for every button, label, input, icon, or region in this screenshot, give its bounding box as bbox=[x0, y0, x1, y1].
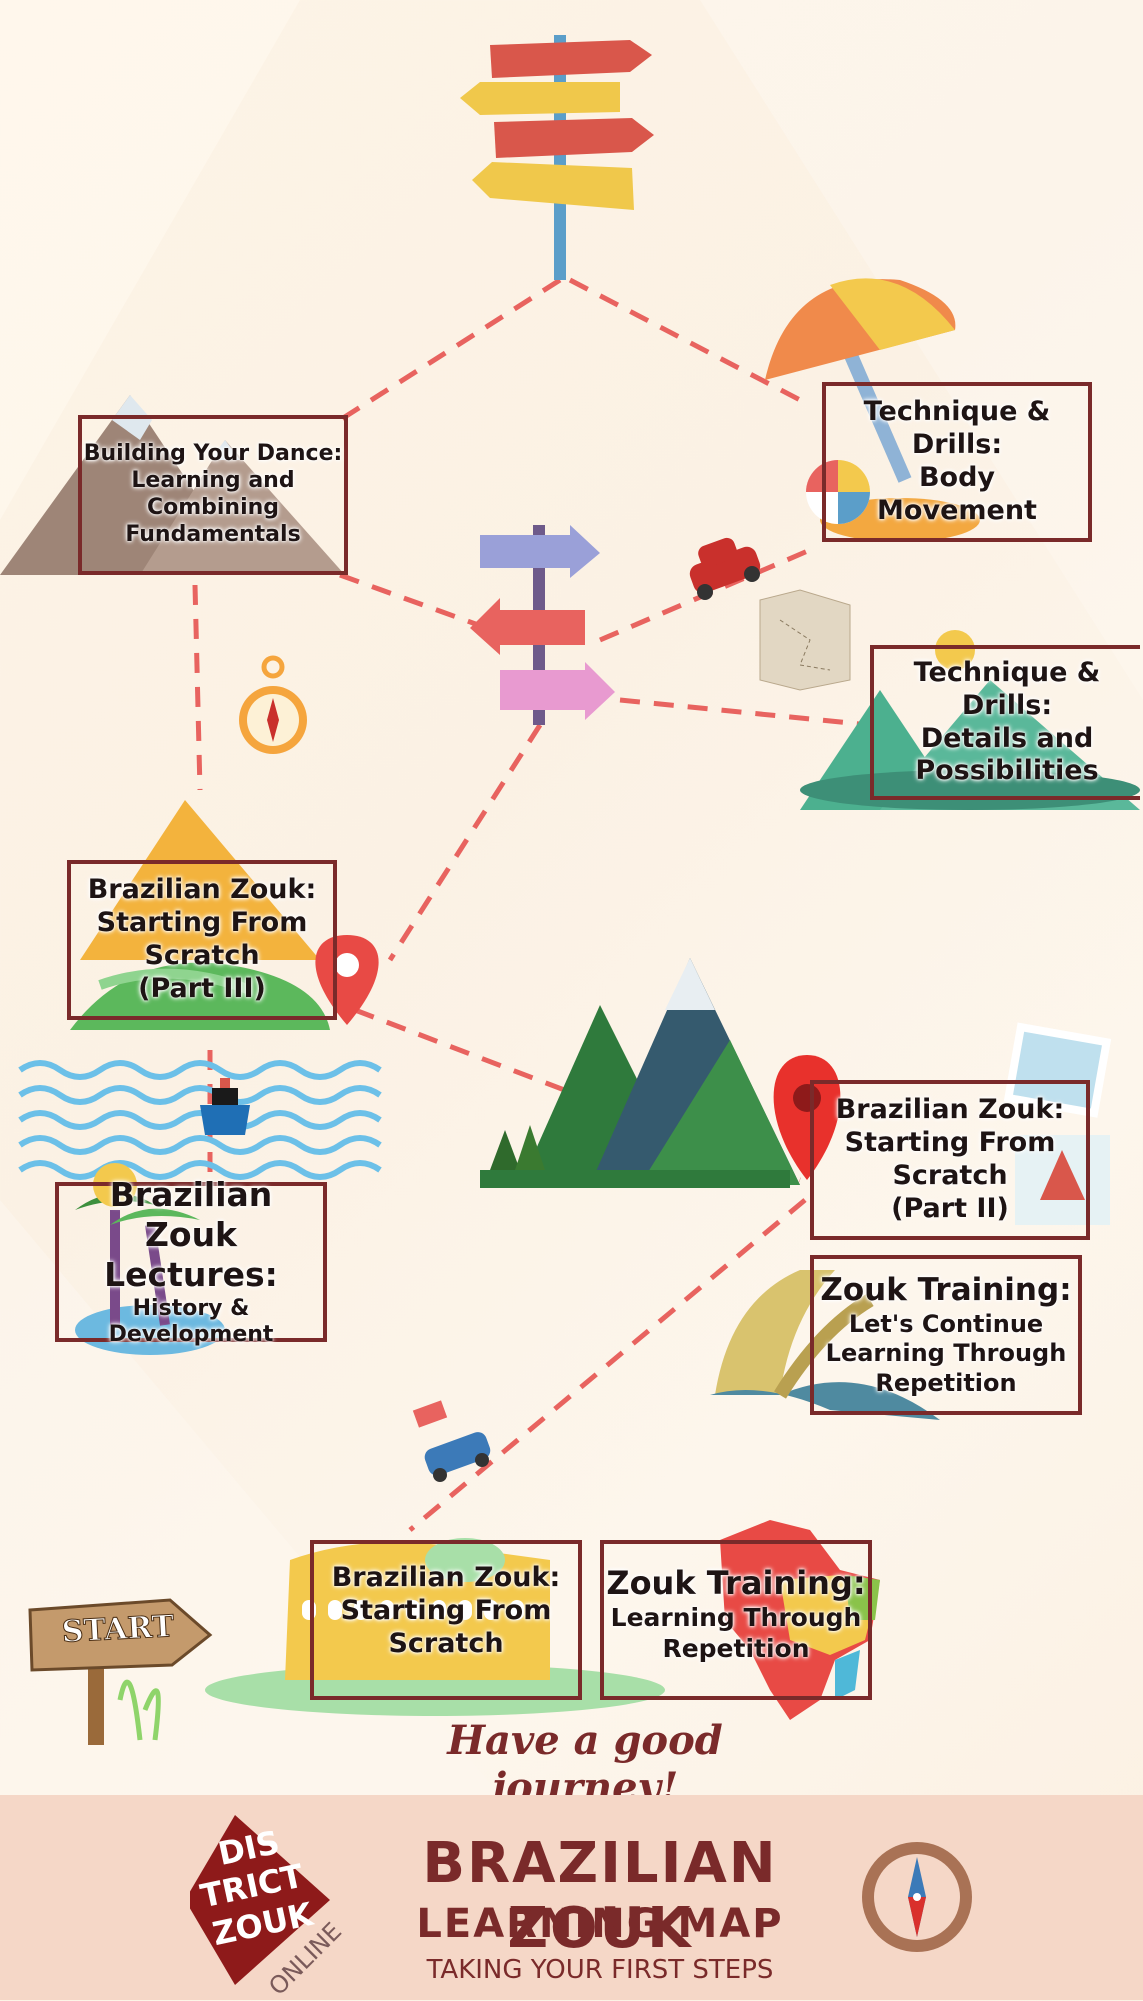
stop-line: Lectures: bbox=[104, 1255, 278, 1295]
stop-line: Scratch bbox=[388, 1627, 504, 1659]
car-icon-2 bbox=[412, 1400, 491, 1482]
stop-line: Drills: bbox=[961, 689, 1053, 721]
ship-icon bbox=[200, 1078, 250, 1135]
stop-line: Movement bbox=[877, 494, 1037, 526]
brazil-map-icon bbox=[720, 1520, 880, 1720]
car-icon bbox=[689, 537, 761, 600]
stop-line: Development bbox=[108, 1322, 274, 1348]
stop-line: Building Your Dance: bbox=[83, 441, 343, 467]
stop-line: Body bbox=[918, 462, 996, 493]
stop-building-your-dance[interactable]: Building Your Dance: Learning and Combin… bbox=[78, 415, 348, 575]
photo-icon bbox=[1003, 1022, 1112, 1225]
stop-line: Brazilian Zouk bbox=[109, 1174, 273, 1255]
stop-line: Let's Continue bbox=[848, 1310, 1044, 1338]
signpost-icon bbox=[460, 35, 654, 280]
district-zouk-logo[interactable]: DIS TRICT ZOUK ONLINE bbox=[185, 1805, 347, 2001]
start-label: START bbox=[60, 1609, 176, 1651]
stop-line: Brazilian Zouk: bbox=[331, 1562, 561, 1593]
direction-signpost-icon bbox=[470, 525, 615, 725]
stop-starting-from-scratch[interactable]: Brazilian Zouk: Starting From Scratch bbox=[310, 1540, 582, 1700]
stop-line: Fundamentals bbox=[125, 521, 301, 547]
stop-line: Starting From bbox=[96, 907, 308, 939]
map-icon bbox=[759, 589, 851, 691]
footer-title-line1: BRAZILIAN ZOUK bbox=[422, 1831, 778, 1961]
mountain-range-icon bbox=[480, 958, 800, 1188]
stop-line: Learning Through bbox=[610, 1603, 862, 1633]
sun-icon bbox=[935, 630, 975, 670]
footer-title-line2: LEARNING MAP bbox=[416, 1901, 784, 1947]
logo-diamond-icon bbox=[185, 1815, 330, 1985]
stop-line: Zouk Training: bbox=[606, 1564, 866, 1602]
stop-zouk-training-repetition[interactable]: Zouk Training: Learning Through Repetiti… bbox=[600, 1540, 872, 1700]
stop-line: Brazilian Zouk: bbox=[87, 874, 317, 906]
stop-zouk-training-continue[interactable]: Zouk Training: Let's Continue Learning T… bbox=[810, 1255, 1082, 1415]
stop-line: (Part III) bbox=[138, 972, 266, 1004]
hills-icon bbox=[800, 680, 1140, 810]
mountain-icon bbox=[0, 395, 345, 575]
location-pin-icon-2 bbox=[773, 1055, 841, 1180]
compass-icon bbox=[862, 1842, 972, 1952]
colosseum-icon bbox=[205, 1538, 665, 1716]
journey-message: Have a good journey! bbox=[447, 1717, 723, 1811]
stop-line: Starting From bbox=[844, 1127, 1056, 1159]
stop-line: Repetition bbox=[875, 1368, 1017, 1397]
stop-line: Possibilities bbox=[915, 755, 1099, 787]
stop-details-possibilities[interactable]: Technique & Drills: Details and Possibil… bbox=[870, 645, 1140, 800]
stop-line: Details and bbox=[920, 722, 1094, 754]
waves-icon bbox=[18, 1060, 382, 1180]
stop-line: Learning Through bbox=[825, 1339, 1067, 1368]
footer-banner: DIS TRICT ZOUK ONLINE BRAZILIAN ZOUK LEA… bbox=[0, 1795, 1143, 2001]
stop-starting-from-scratch-part-2[interactable]: Brazilian Zouk: Starting From Scratch (P… bbox=[810, 1080, 1090, 1240]
start-sign-icon bbox=[28, 1598, 213, 1745]
stop-line: Learning and bbox=[131, 468, 295, 494]
location-pin-icon bbox=[315, 935, 379, 1025]
great-wall-icon bbox=[710, 1270, 940, 1420]
stop-line: (Part II) bbox=[891, 1192, 1009, 1224]
stop-line: Technique & bbox=[863, 396, 1051, 428]
stop-line: Repetition bbox=[662, 1633, 810, 1663]
stop-line: Scratch bbox=[144, 940, 260, 971]
stop-line: History & bbox=[132, 1295, 250, 1321]
stop-line: Combining bbox=[146, 495, 280, 520]
hill-icon bbox=[70, 800, 330, 1030]
stop-line: Drills: bbox=[911, 429, 1003, 461]
umbrella-icon bbox=[765, 278, 980, 542]
stop-line: Starting From bbox=[340, 1594, 552, 1626]
compass-icon bbox=[239, 655, 307, 754]
stop-line: Zouk Training: bbox=[820, 1272, 1072, 1309]
footer-subtitle: TAKING YOUR FIRST STEPS bbox=[426, 1955, 774, 1985]
stop-starting-from-scratch-part-3[interactable]: Brazilian Zouk: Starting From Scratch (P… bbox=[67, 860, 337, 1020]
stop-line: Brazilian Zouk: bbox=[835, 1094, 1065, 1126]
stop-lectures-history[interactable]: Brazilian Zouk Lectures: History & Devel… bbox=[55, 1175, 327, 1347]
journey-map-illustration bbox=[0, 0, 1143, 1795]
stop-line: Technique & bbox=[913, 656, 1101, 688]
stop-body-movement[interactable]: Technique & Drills: Body Movement bbox=[822, 382, 1092, 542]
stop-line: Scratch bbox=[892, 1160, 1008, 1191]
